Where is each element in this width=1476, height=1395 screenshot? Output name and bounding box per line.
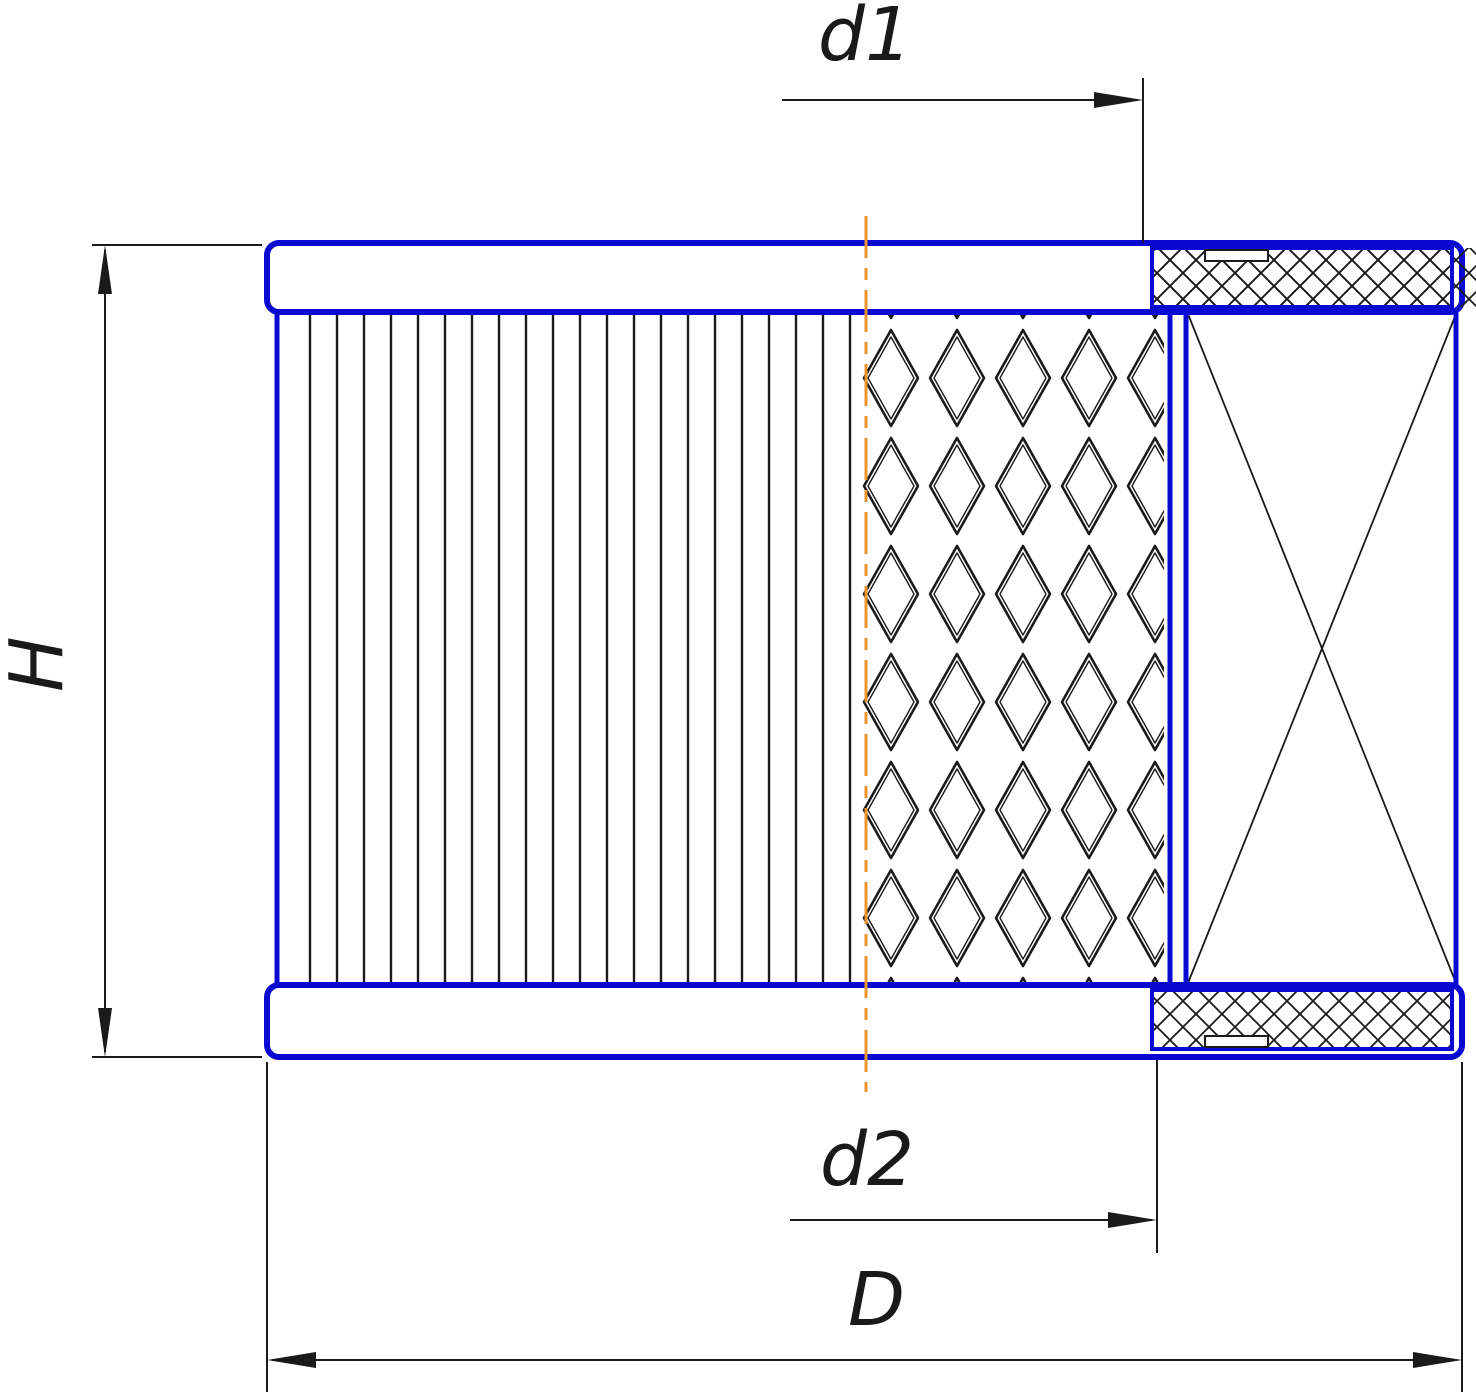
- dimension-H: H: [0, 244, 262, 1058]
- dimension-d2: d2: [790, 1060, 1158, 1253]
- d1-arrowhead: [1094, 92, 1143, 108]
- d2-label: d2: [820, 1117, 914, 1203]
- h-label: H: [0, 636, 80, 692]
- filter-body: [274, 312, 1459, 985]
- top-end-cap: [264, 240, 1476, 315]
- D-arrowhead-right: [1413, 1352, 1462, 1368]
- D-label: D: [848, 1257, 905, 1343]
- dimension-D: D: [266, 1062, 1463, 1392]
- D-arrowhead-left: [267, 1352, 316, 1368]
- h-arrowhead-bottom: [98, 1008, 112, 1057]
- top-seal-notch: [1204, 249, 1269, 262]
- bottom-seal-notch: [1204, 1035, 1269, 1048]
- bottom-seal-hatch: [1152, 990, 1452, 1049]
- h-arrowhead-top: [98, 245, 112, 294]
- dimension-d1: d1: [782, 0, 1144, 243]
- d1-label: d1: [818, 0, 912, 78]
- mesh-core: [858, 315, 1164, 982]
- pleated-media: [285, 315, 858, 982]
- d2-arrowhead: [1108, 1212, 1157, 1228]
- unsectioned-cross: [1187, 313, 1457, 984]
